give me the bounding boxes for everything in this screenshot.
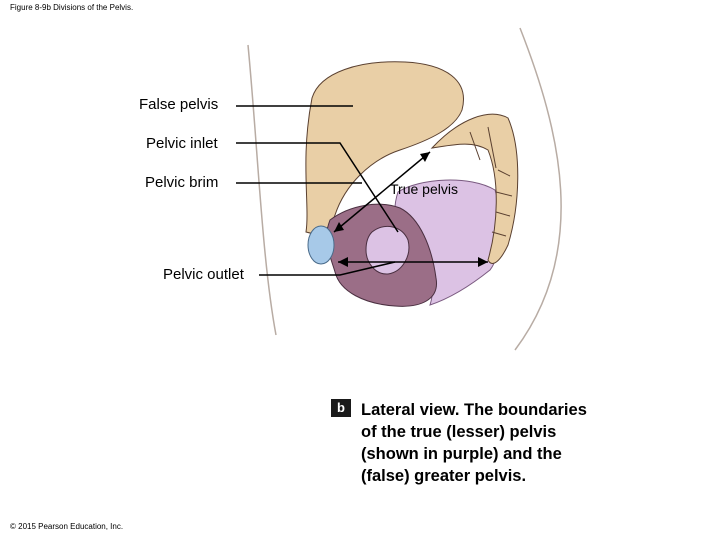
sacrum-coccyx <box>430 113 519 264</box>
iliac-wing <box>305 61 464 234</box>
label-pelvic-brim: Pelvic brim <box>145 174 219 191</box>
label-pelvic-outlet: Pelvic outlet <box>163 266 244 283</box>
figure-caption: Lateral view. The boundaries of the true… <box>361 401 587 485</box>
pelvic-inlet-arrowhead-bottom <box>334 222 344 232</box>
figure-title: Figure 8-9b Divisions of the Pelvis. <box>10 3 134 12</box>
pelvic-outlet-arrowhead-right <box>478 257 488 267</box>
pelvic-inlet-arrowhead-top <box>420 152 430 162</box>
leader-pelvic-outlet <box>259 261 396 276</box>
body-outline-right <box>514 27 562 351</box>
copyright-notice: © 2015 Pearson Education, Inc. <box>10 522 124 531</box>
pubic-symphysis <box>307 225 335 265</box>
label-true-pelvis: True pelvis <box>390 181 458 197</box>
sacral-segments <box>469 126 513 237</box>
panel-letter-badge: b <box>331 399 351 417</box>
label-false-pelvis: False pelvis <box>139 96 219 113</box>
leader-pelvic-inlet <box>236 142 399 233</box>
pelvic-outlet-arrowhead-left <box>338 257 348 267</box>
label-pelvic-inlet: Pelvic inlet <box>146 135 218 152</box>
body-outline-left <box>247 44 277 336</box>
pelvic-inlet-arrow <box>333 151 431 233</box>
